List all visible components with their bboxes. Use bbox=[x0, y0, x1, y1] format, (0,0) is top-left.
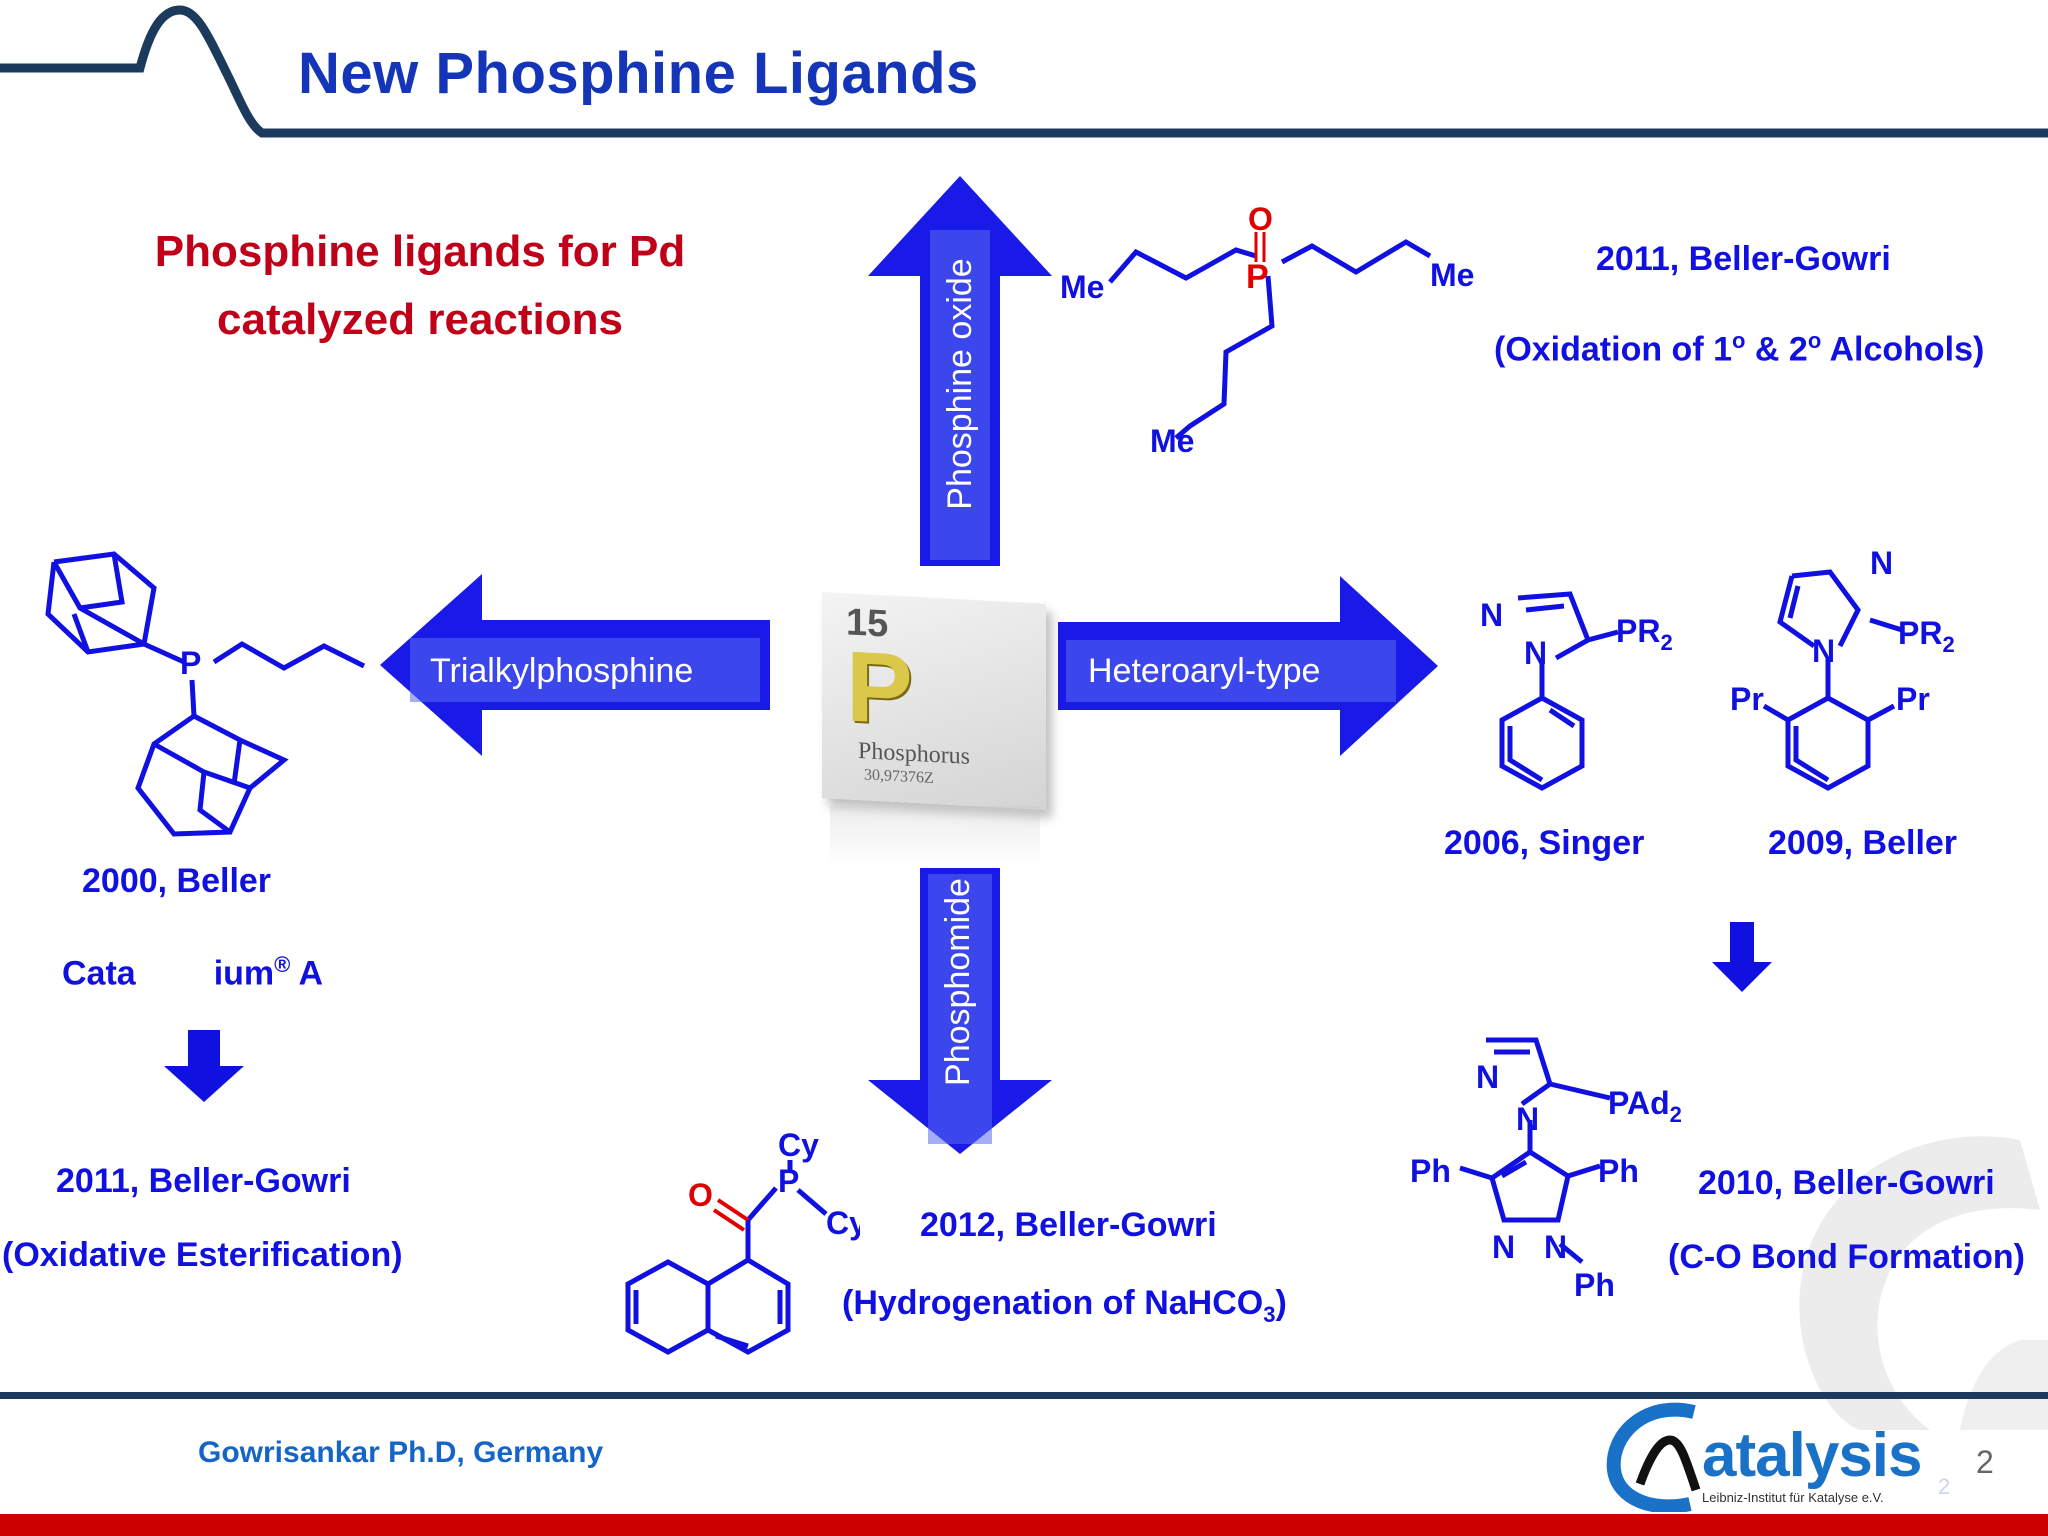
pad-pad2: PAd2 bbox=[1608, 1085, 1682, 1127]
beller-pr-left: Pr bbox=[1730, 681, 1764, 717]
page-title: New Phosphine Ligands bbox=[298, 41, 979, 106]
heteroaryl-reaction-2: (C-O Bond Formation) bbox=[1668, 1238, 2025, 1276]
arrow-right bbox=[1058, 576, 1438, 756]
page-number: 2 bbox=[1976, 1444, 1994, 1480]
beller-pr-right: Pr bbox=[1896, 681, 1930, 717]
phosphomide-cy-top: Cy bbox=[778, 1127, 819, 1163]
arrow-left bbox=[380, 574, 770, 756]
cataxium-reg: ® bbox=[274, 952, 291, 977]
subtitle-line-1: Phosphine ligands for Pd bbox=[154, 227, 686, 276]
singer-n2: N bbox=[1524, 635, 1547, 671]
cataxium-p: P bbox=[180, 645, 201, 681]
subtitle-line-2: catalyzed reactions bbox=[217, 295, 623, 344]
arrow-right-label: Heteroaryl-type bbox=[1088, 652, 1321, 690]
beller-pr2: PR2 bbox=[1898, 615, 1955, 657]
cataxium-suffix: ium bbox=[213, 954, 275, 993]
pad-ph-right: Ph bbox=[1598, 1153, 1639, 1189]
element-symbol: P bbox=[846, 630, 913, 746]
phosphomide-structure: Cy P Cy O bbox=[625, 1127, 860, 1355]
arrow-down-label: Phosphomide bbox=[939, 878, 977, 1086]
arrow-left-label: Trialkylphosphine bbox=[430, 652, 694, 690]
arrow-down bbox=[868, 868, 1052, 1154]
singer-n1: N bbox=[1480, 597, 1503, 633]
phosphomide-o: O bbox=[688, 1177, 713, 1213]
small-arrow-left bbox=[164, 1030, 244, 1102]
phosphomide-reaction: (Hydrogenation of NaHCO3) bbox=[842, 1284, 1287, 1328]
pad-n3: N bbox=[1492, 1229, 1515, 1265]
cataxium-label: Cata ium® A bbox=[62, 952, 323, 993]
trialkyl-citation: 2000, Beller bbox=[82, 862, 272, 900]
trialkyl-reaction-2: (Oxidative Esterification) bbox=[2, 1236, 403, 1274]
arrow-up-label: Phosphine oxide bbox=[941, 258, 979, 510]
beller-2009-citation: 2009, Beller bbox=[1768, 824, 1958, 862]
element-mass: 30,97376Z bbox=[864, 766, 934, 787]
cataxium-prefix: Cata bbox=[62, 954, 136, 993]
pad-n1: N bbox=[1476, 1059, 1499, 1095]
oxide-me3: Me bbox=[1150, 423, 1194, 459]
slide-subtitle: Phosphine ligands for Pd catalyzed react… bbox=[140, 218, 700, 354]
pad-ph-left: Ph bbox=[1410, 1153, 1451, 1189]
singer-ligand-structure: N N PR2 bbox=[1480, 591, 1673, 791]
footer-red-bar bbox=[0, 1514, 2048, 1536]
phosphomide-reaction-prefix: (Hydrogenation of NaHCO bbox=[842, 1284, 1264, 1322]
cataxium-letter: A bbox=[290, 954, 324, 993]
catalysis-logo: atalysis bbox=[1702, 1421, 1923, 1490]
watermark-logo bbox=[1799, 1136, 2048, 1430]
catalysis-logo-subtitle: Leibniz-Institut für Katalyse e.V. bbox=[1702, 1490, 1884, 1505]
catalysis-logo-mark bbox=[1606, 1402, 1701, 1512]
element-tile-reflection bbox=[830, 806, 1040, 866]
pad-n2: N bbox=[1516, 1101, 1539, 1137]
element-tile: 15 P Phosphorus 30,97376Z bbox=[822, 592, 1046, 810]
oxide-reaction-suffix: Alcohols) bbox=[1821, 330, 1985, 369]
oxide-reaction-sup1: o bbox=[1732, 328, 1746, 353]
oxide-me2: Me bbox=[1430, 257, 1474, 293]
header-decoration bbox=[0, 5, 2048, 138]
phosphomide-citation: 2012, Beller-Gowri bbox=[920, 1206, 1217, 1244]
page-number-ghost: 2 bbox=[1938, 1474, 1951, 1499]
cataxium-structure: P bbox=[45, 551, 366, 837]
oxide-reaction-prefix: (Oxidation of 1 bbox=[1494, 330, 1732, 369]
pad-n4: N bbox=[1544, 1229, 1567, 1265]
oxide-reaction-sup2: o bbox=[1807, 328, 1822, 353]
oxide-reaction-middle: & 2 bbox=[1745, 330, 1808, 369]
phosphine-oxide-structure: Me Me Me P O bbox=[1060, 201, 1474, 459]
trialkyl-citation-2: 2011, Beller-Gowri bbox=[56, 1162, 351, 1200]
oxide-citation: 2011, Beller-Gowri bbox=[1596, 240, 1891, 278]
oxide-p: P bbox=[1246, 258, 1269, 296]
phosphomide-p: P bbox=[778, 1163, 799, 1199]
oxide-reaction: (Oxidation of 1o & 2o Alcohols) bbox=[1494, 328, 1984, 369]
oxide-o: O bbox=[1248, 201, 1273, 237]
phosphomide-reaction-suffix: ) bbox=[1275, 1284, 1287, 1322]
phosphomide-cy-right: Cy bbox=[826, 1205, 860, 1241]
singer-citation: 2006, Singer bbox=[1444, 824, 1645, 862]
singer-pr: PR2 bbox=[1616, 613, 1673, 655]
oxide-me1: Me bbox=[1060, 269, 1104, 305]
heteroaryl-citation-2: 2010, Beller-Gowri bbox=[1698, 1164, 1995, 1202]
pad-ph-bottom: Ph bbox=[1574, 1267, 1615, 1303]
small-arrow-right bbox=[1712, 922, 1772, 992]
footer-author: Gowrisankar Ph.D, Germany bbox=[198, 1436, 604, 1469]
footer-line bbox=[0, 1392, 2048, 1399]
beller-n1: N bbox=[1870, 550, 1893, 581]
pad2-ligand-structure: N N PAd2 Ph Ph N N Ph bbox=[1410, 1037, 1682, 1303]
arrow-up bbox=[868, 176, 1052, 566]
beller-n2: N bbox=[1812, 633, 1835, 669]
beller-2009-ligand-structure: N N PR2 Pr Pr bbox=[1730, 550, 1955, 791]
phosphomide-reaction-sub: 3 bbox=[1263, 1301, 1276, 1327]
